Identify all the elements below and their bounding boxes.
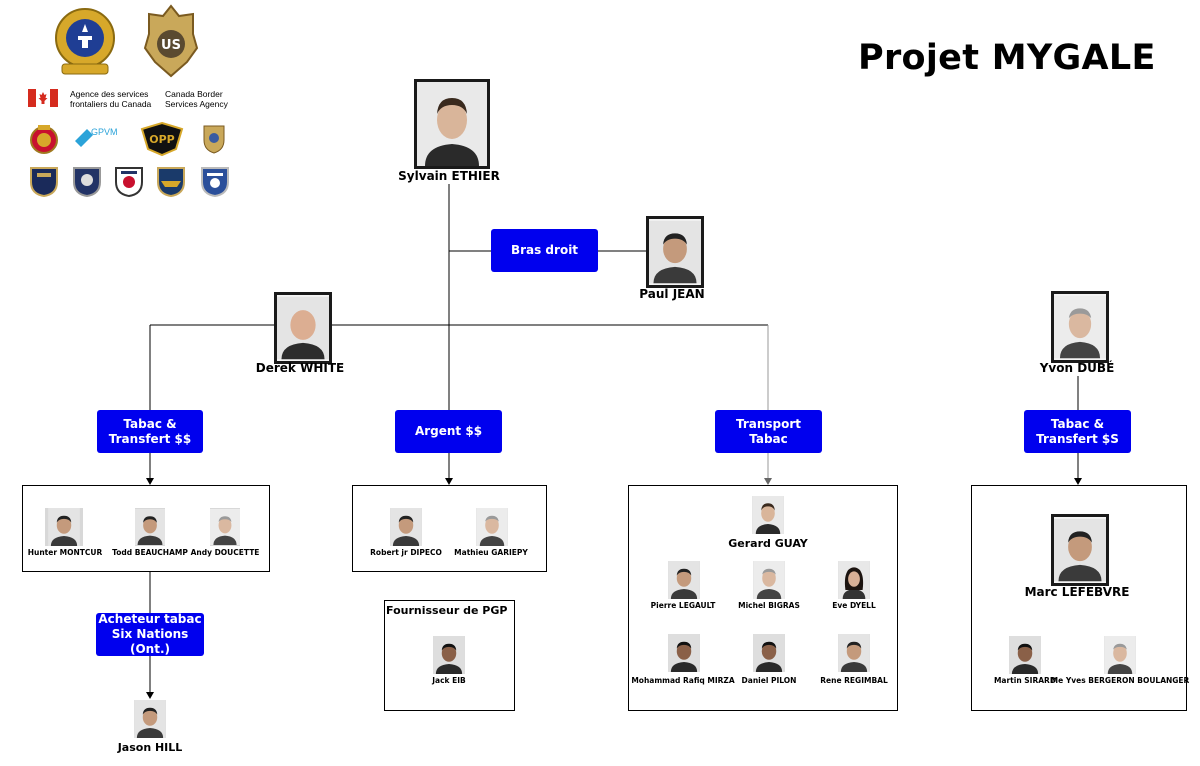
arrowhead [146, 692, 154, 699]
member-name: Rene REGIMBAL [820, 676, 888, 685]
member-name: Martin SIRARD [993, 676, 1057, 685]
opp-badge-label: OPP [149, 133, 174, 146]
right-hand-photo [646, 216, 704, 288]
us-badge-icon: US [143, 4, 199, 78]
leader-photo [414, 79, 490, 169]
member-name: Todd BEAUCHAMP [112, 548, 188, 557]
member-photo [1104, 636, 1136, 674]
leader-name: Sylvain ETHIER [398, 169, 500, 183]
police-shield-icon [157, 167, 185, 197]
lieutenant-name: Yvon DUBÉ [1039, 361, 1115, 375]
lieutenant-photo [1051, 291, 1109, 363]
opp-badge-icon: OPP [140, 121, 184, 157]
member-name: Mathieu GARIEPY [454, 548, 528, 557]
member-photo [838, 634, 870, 672]
fournisseur-title: Fournisseur de PGP [386, 604, 508, 617]
police-crest-icon [203, 125, 225, 154]
police-shield-icon [115, 167, 143, 197]
police-shield-icon [201, 167, 229, 197]
agency-name-en: Canada Border Services Agency [165, 89, 228, 109]
lieutenant-name: Derek WHITE [255, 361, 345, 375]
police-shield-icon [30, 167, 58, 197]
member-photo [753, 634, 785, 672]
member-name: Jack EIB [432, 676, 466, 685]
arrowhead [764, 478, 772, 485]
member-photo [390, 508, 422, 546]
gpvm-logo-label: GPVM [91, 127, 118, 137]
group-argent [352, 485, 547, 572]
role-tabac-transfert: Tabac & Transfert $$ [97, 410, 203, 453]
member-name: Daniel PILON [741, 676, 797, 685]
member-name: Eve DYELL [832, 601, 876, 610]
group-head-name: Gerard GUAY [728, 537, 808, 550]
role-tabac-transfert-dube: Tabac & Transfert $S [1024, 410, 1131, 453]
arrowhead [146, 478, 154, 485]
member-photo [135, 508, 165, 546]
role-transport-tabac: Transport Tabac [715, 410, 822, 453]
member-photo [476, 508, 508, 546]
buyer-name: Jason HILL [117, 741, 183, 754]
arrowhead [445, 478, 453, 485]
gpvm-logo-icon: GPVM [75, 127, 118, 147]
lieutenant-photo [274, 292, 332, 364]
member-photo [1009, 636, 1041, 674]
page-title: Projet MYGALE [858, 38, 1156, 78]
rcmp-badge-icon [30, 125, 58, 154]
group-head-name: Marc LEFEBVRE [1024, 585, 1130, 599]
member-photo [838, 561, 870, 599]
member-photo [753, 561, 785, 599]
arrowhead [1074, 478, 1082, 485]
agency-name-fr: Agence des services frontaliers du Canad… [70, 89, 152, 109]
member-name: Me Yves BERGERON BOULANGER [1050, 676, 1190, 685]
member-name: Robert jr DIPECO [370, 548, 442, 557]
group-head-photo [752, 496, 784, 534]
member-name: Andy DOUCETTE [190, 548, 260, 557]
role-argent: Argent $$ [395, 410, 502, 453]
us-badge-label: US [161, 38, 181, 53]
member-photo [668, 561, 700, 599]
member-name: Hunter MONTCUR [27, 548, 103, 557]
member-photo [45, 508, 83, 546]
group-head-photo [1051, 514, 1109, 586]
member-photo [433, 636, 465, 674]
member-name: Pierre LEGAULT [650, 601, 716, 610]
surete-quebec-badge-icon [55, 8, 115, 75]
member-name: Mohammad Rafiq MIRZA [631, 676, 735, 685]
member-photo [668, 634, 700, 672]
role-bras-droit: Bras droit [491, 229, 598, 272]
member-name: Michel BIGRAS [738, 601, 800, 610]
member-photo [210, 508, 240, 546]
police-shield-icon [73, 167, 101, 197]
canada-flag-icon [28, 89, 58, 107]
right-hand-name: Paul JEAN [639, 287, 705, 301]
role-acheteur-tabac: Acheteur tabac Six Nations (Ont.) [96, 612, 204, 656]
buyer-photo [134, 700, 166, 738]
